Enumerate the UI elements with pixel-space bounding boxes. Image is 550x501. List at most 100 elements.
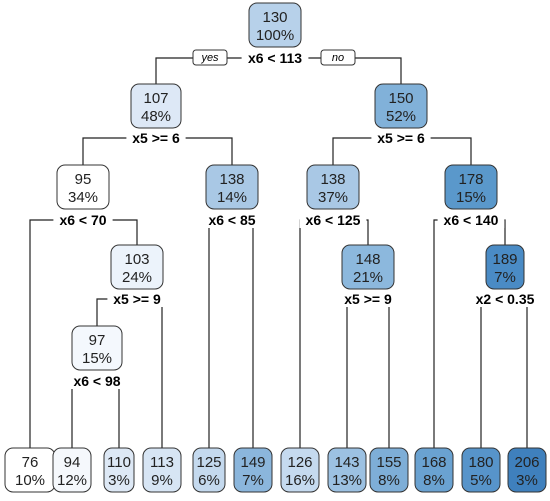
no-edge-label: no [320,49,356,66]
node-box [52,447,92,493]
tree-edge [480,298,528,448]
node-value: 148 [355,251,380,268]
node-value: 138 [320,171,345,188]
split-label-bg [467,292,543,307]
node-box [233,447,273,493]
node-value: 180 [468,454,493,471]
node-value: 143 [334,454,359,471]
node-percent: 3% [108,472,130,489]
split-label-bg [67,374,127,389]
node-value: 189 [492,251,517,268]
node-percent: 15% [82,350,112,367]
node-percent: 15% [456,189,486,206]
node-box [306,164,360,210]
node-box [414,447,454,493]
node-box [71,325,123,371]
split-condition: x2 < 0.35 [476,291,535,307]
split-label-bg [107,292,167,307]
no-label-box [320,49,356,66]
yes-label-text: yes [200,52,219,64]
tree-edge [346,298,390,448]
split-label-bg [202,213,262,228]
node-percent: 7% [494,269,516,286]
node-box [248,2,302,48]
split-label-bg [338,292,398,307]
node-box [374,83,428,129]
node-box [485,244,525,290]
node-box [103,447,135,493]
split-condition: x5 >= 9 [344,291,392,307]
node-percent: 12% [57,472,87,489]
node-percent: 9% [151,472,173,489]
node-box [192,447,226,493]
node-percent: 10% [15,472,45,489]
node-percent: 24% [122,269,152,286]
no-label-text: no [332,52,344,64]
node-value: 130 [262,9,287,26]
node-value: 178 [458,171,483,188]
node-value: 103 [124,251,149,268]
split-label-bg [53,213,113,228]
split-label-bg [299,213,367,228]
node-value: 126 [287,454,312,471]
node-value: 110 [107,454,131,471]
node-value: 206 [514,454,539,471]
node-percent: 100% [256,27,294,44]
node-percent: 13% [332,472,362,489]
split-condition: x5 >= 6 [377,130,425,146]
node-box [507,447,547,493]
split-label-bg [371,131,431,146]
tree-edge [71,380,120,448]
node-value: 76 [22,454,39,471]
node-box [205,164,259,210]
split-condition: x6 < 98 [73,373,120,389]
node-value: 107 [143,90,168,107]
node-percent: 5% [470,472,492,489]
node-value: 94 [64,454,81,471]
node-percent: 8% [378,472,400,489]
node-percent: 7% [242,472,264,489]
node-percent: 6% [198,472,220,489]
node-value: 97 [89,332,106,349]
tree-edges [29,57,528,448]
split-condition: x5 >= 6 [132,130,180,146]
split-condition: x6 < 125 [306,212,361,228]
yes-no-labels: yes no [192,49,356,66]
node-box [56,164,110,210]
split-condition: x6 < 113 [248,50,302,66]
yes-edge-label: yes [192,49,228,66]
split-condition: x6 < 70 [59,212,106,228]
split-condition: x5 >= 9 [113,291,161,307]
node-box [142,447,182,493]
node-value: 95 [75,171,92,188]
node-box [341,244,395,290]
node-box [444,164,498,210]
node-percent: 34% [68,189,98,206]
split-label-bg [437,213,505,228]
node-value: 138 [219,171,244,188]
node-box [280,447,320,493]
node-value: 150 [388,90,413,107]
node-value: 113 [150,454,174,471]
node-percent: 21% [353,269,383,286]
